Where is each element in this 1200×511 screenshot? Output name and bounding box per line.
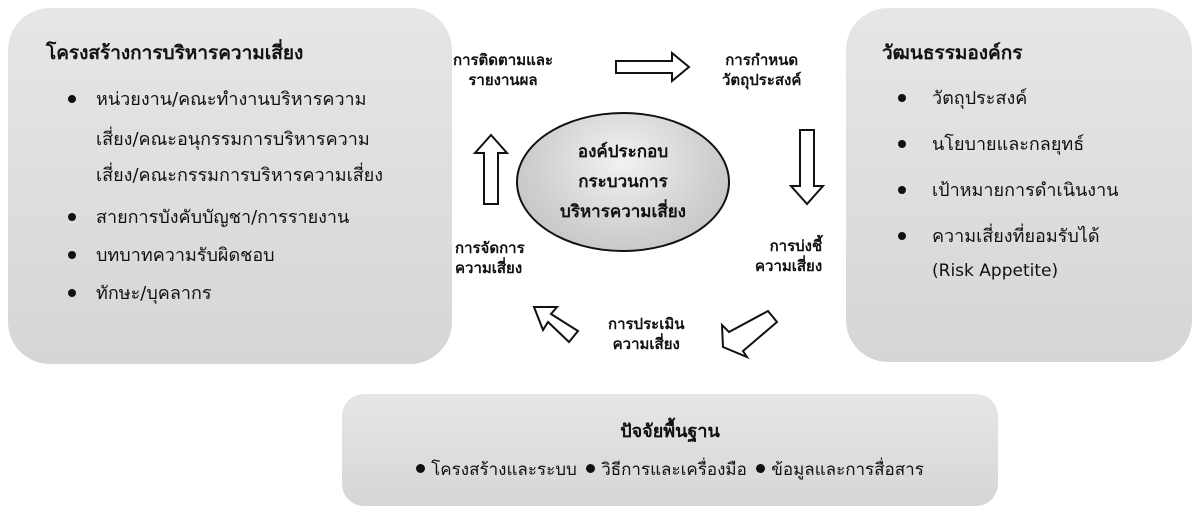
foundation-panel-title: ปัจจัยพื้นฐาน [620, 421, 720, 442]
list-item-text-continued: เสี่ยง/คณะกรรมการบริหารความเสี่ยง [96, 165, 384, 186]
bullet-icon [68, 95, 76, 103]
bullet-icon [898, 186, 906, 194]
list-item: บทบาทความรับผิดชอบ [68, 240, 383, 272]
arrow-up-icon [472, 133, 510, 205]
step-set-objective: การกำหนด วัตถุประสงค์ [722, 50, 801, 90]
foundation-panel: ปัจจัยพื้นฐาน โครงสร้างและระบบ วิธีการแล… [342, 394, 998, 506]
arrow-up-left-icon [532, 306, 580, 344]
structure-panel-title: โครงสร้างการบริหารความเสี่ยง [46, 42, 304, 64]
list-item: นโยบายและกลยุทธ์ [898, 128, 1119, 162]
arrow-right-icon [615, 50, 691, 84]
list-item: สายการบังคับบัญชา/การรายงาน [68, 202, 383, 234]
step-label-line: การจัดการ [455, 239, 525, 257]
bullet-icon [586, 463, 596, 473]
list-item: โครงสร้างและระบบ [416, 456, 577, 483]
bullet-icon [68, 251, 76, 259]
core-label-line: กระบวนการ [578, 172, 668, 192]
bullet-icon [898, 140, 906, 148]
step-label-line: ความเสี่ยง [455, 259, 523, 277]
risk-process-core: องค์ประกอบ กระบวนการ บริหารความเสี่ยง [516, 112, 730, 252]
list-item: เป้าหมายการดำเนินงาน [898, 174, 1119, 208]
list-item-text: เป้าหมายการดำเนินงาน [932, 180, 1119, 201]
list-item-text: ความเสี่ยงที่ยอมรับได้ [932, 226, 1100, 247]
list-item-text-continued: (Risk Appetite) [932, 261, 1059, 281]
bullet-icon [416, 463, 426, 473]
culture-list: วัตถุประสงค์ นโยบายและกลยุทธ์ เป้าหมายกา… [898, 82, 1119, 288]
step-label-line: การบ่งชี้ [769, 237, 823, 255]
step-label-line: วัตถุประสงค์ [722, 71, 802, 89]
list-item: หน่วยงาน/คณะทำงานบริหารความ [68, 84, 383, 116]
bullet-icon [898, 94, 906, 102]
bullet-icon [756, 463, 766, 473]
list-item: ข้อมูลและการสื่อสาร [756, 456, 924, 483]
list-item-text: บทบาทความรับผิดชอบ [96, 245, 275, 266]
arrow-down-left-icon [720, 309, 779, 360]
arrow-down-icon [788, 129, 826, 206]
list-item-text: โครงสร้างและระบบ [431, 460, 577, 480]
list-item-text-continued: เสี่ยง/คณะอนุกรรมการบริหารความ [96, 129, 370, 150]
step-monitor-report: การติดตามและ รายงานผล [453, 50, 553, 90]
step-label-line: ความเสี่ยง [755, 257, 823, 275]
core-label-line: บริหารความเสี่ยง [560, 202, 686, 222]
step-label-line: การกำหนด [725, 51, 799, 69]
step-identify-risk: การบ่งชี้ ความเสี่ยง [755, 236, 822, 276]
step-label-line: การประเมิน [608, 315, 685, 333]
step-treat-risk: การจัดการ ความเสี่ยง [455, 238, 525, 278]
list-item: วัตถุประสงค์ [898, 82, 1119, 116]
core-label-line: องค์ประกอบ [577, 142, 669, 162]
bullet-icon [68, 213, 76, 221]
list-item-text: ข้อมูลและการสื่อสาร [771, 460, 924, 480]
step-label-line: รายงานผล [468, 71, 538, 89]
culture-panel: วัฒนธรรมองค์กร วัตถุประสงค์ นโยบายและกลย… [846, 8, 1192, 362]
list-item-text: สายการบังคับบัญชา/การรายงาน [96, 207, 350, 228]
list-item: ทักษะ/บุคลากร [68, 278, 383, 310]
foundation-list: โครงสร้างและระบบ วิธีการและเครื่องมือ ข้… [342, 456, 998, 483]
list-item: วิธีการและเครื่องมือ [586, 456, 747, 483]
list-item-text: นโยบายและกลยุทธ์ [932, 134, 1085, 155]
list-item: ความเสี่ยงที่ยอมรับได้ [898, 220, 1119, 254]
bullet-icon [898, 232, 906, 240]
culture-panel-title: วัฒนธรรมองค์กร [882, 42, 1023, 64]
list-item-text: ทักษะ/บุคลากร [96, 283, 212, 304]
bullet-icon [68, 289, 76, 297]
step-label-line: การติดตามและ [453, 51, 554, 69]
list-item-text: หน่วยงาน/คณะทำงานบริหารความ [96, 89, 367, 110]
step-label-line: ความเสี่ยง [612, 335, 680, 353]
structure-list: หน่วยงาน/คณะทำงานบริหารความ เสี่ยง/คณะอน… [68, 84, 384, 316]
list-item-text: วิธีการและเครื่องมือ [601, 460, 747, 480]
structure-panel: โครงสร้างการบริหารความเสี่ยง หน่วยงาน/คณ… [8, 8, 452, 364]
step-assess-risk: การประเมิน ความเสี่ยง [608, 314, 684, 354]
list-item-text: วัตถุประสงค์ [932, 88, 1028, 109]
